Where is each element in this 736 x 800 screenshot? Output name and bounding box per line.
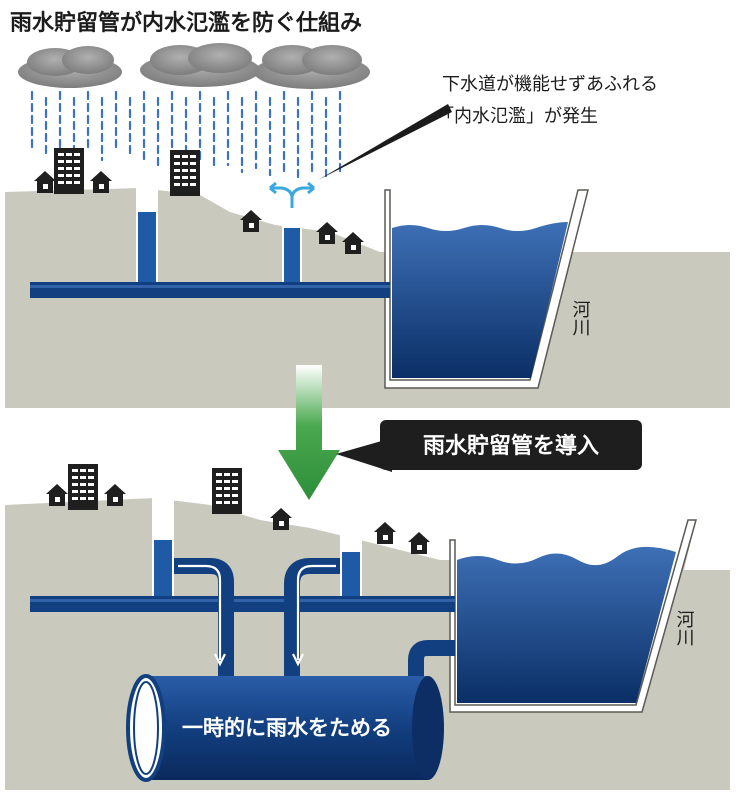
outlet-pipe <box>408 640 455 700</box>
storage-tank <box>126 674 444 782</box>
house-icon <box>408 532 430 554</box>
house-icon <box>240 210 262 232</box>
cloud-icon <box>18 46 122 88</box>
top-panel: 河川 下水道が機能せずあふれる 「内水氾濫」が発生 <box>5 43 730 408</box>
river-water-top <box>392 222 568 378</box>
building-icon <box>170 150 200 196</box>
banner: 雨水貯留管を導入 <box>336 420 642 472</box>
river-basin-top <box>384 189 589 389</box>
callout-line-1: 下水道が機能せずあふれる <box>442 74 658 95</box>
house-icon <box>90 171 112 193</box>
river-label-top: 河川 <box>570 300 591 336</box>
sewer-pipe-top <box>30 282 390 298</box>
building-icon <box>68 464 98 510</box>
callout-pointer <box>318 104 452 180</box>
house-icon <box>46 484 68 506</box>
house-icon <box>104 484 126 506</box>
house-icon <box>316 222 338 244</box>
river-water-bottom <box>457 546 676 703</box>
down-arrow-icon <box>278 365 340 500</box>
tank-label: 一時的に雨水をためる <box>182 716 392 740</box>
sewer-pipe-bottom <box>30 596 455 612</box>
river-label-bottom: 河川 <box>674 610 695 646</box>
house-icon <box>342 232 364 254</box>
house-icon <box>34 171 56 193</box>
cloud-icon <box>254 45 370 89</box>
building-icon <box>212 468 242 514</box>
bottom-panel: 河川 一時的に雨水をためる <box>5 464 730 790</box>
house-icon <box>374 522 396 544</box>
cloud-icon <box>140 43 260 87</box>
rain <box>30 90 342 180</box>
building-icon <box>54 148 84 194</box>
overflow-arrow-icon <box>269 181 315 208</box>
callout-line-2: 「内水氾濫」が発生 <box>436 106 598 127</box>
house-icon <box>270 508 292 530</box>
river-basin-bottom <box>449 519 697 713</box>
diagram-title: 雨水貯留管が内水氾濫を防ぐ仕組み <box>10 10 362 36</box>
banner-text: 雨水貯留管を導入 <box>423 433 599 459</box>
